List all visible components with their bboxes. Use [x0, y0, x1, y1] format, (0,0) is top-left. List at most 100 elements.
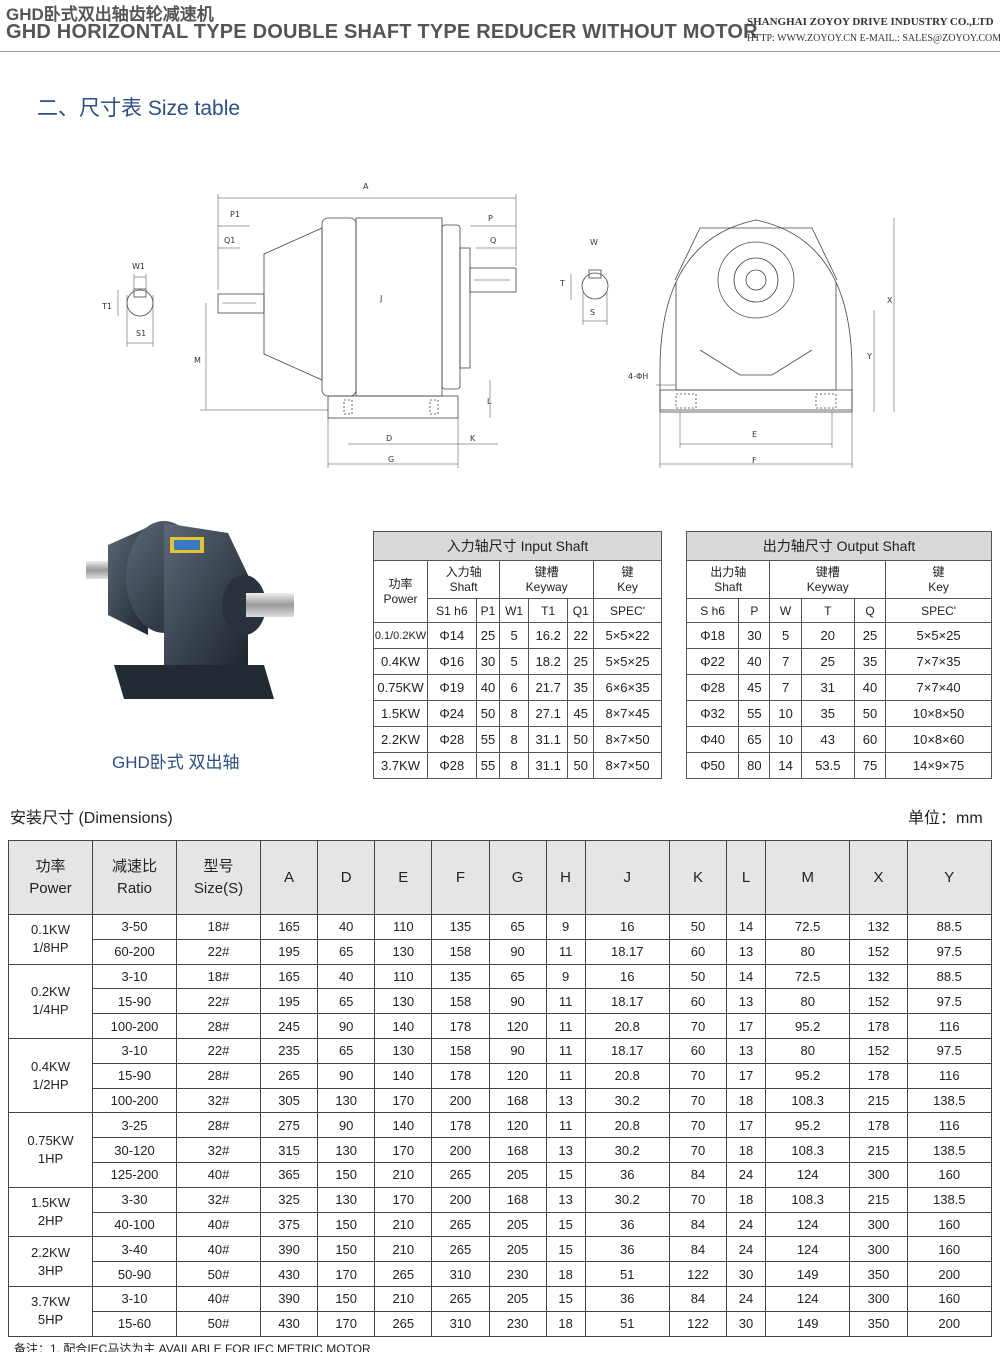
label-W1: W1	[132, 262, 145, 271]
dim-cell: 124	[764, 1236, 851, 1263]
title-cn: GHD卧式双出轴齿轮减速机	[6, 5, 214, 24]
dim-cell: 116	[906, 1112, 993, 1139]
input-cell: Φ28	[427, 752, 477, 779]
dim-cell: 90	[317, 1013, 376, 1039]
dim-cell: 95.2	[764, 1112, 851, 1139]
dim-cell: 116	[906, 1062, 993, 1089]
dim-cell: 350	[849, 1261, 908, 1287]
dim-cell: 88.5	[906, 963, 993, 990]
dim-cell: 11	[545, 1037, 586, 1064]
dim-cell: 200	[906, 1310, 993, 1337]
dim-cell: 40-100	[92, 1211, 177, 1238]
dim-cell: 178	[849, 1112, 908, 1139]
dim-cell: 170	[374, 1137, 433, 1163]
dim-cell: 17	[726, 1062, 766, 1089]
dim-cell: 430	[259, 1261, 319, 1287]
dim-cell: 30.2	[584, 1186, 670, 1213]
dim-cell: 9	[545, 963, 586, 990]
dim-cell: 18	[545, 1261, 586, 1287]
dim-cell: 210	[374, 1236, 433, 1263]
dim-cell: 200	[431, 1137, 490, 1163]
label-T1: T1	[101, 302, 112, 311]
dim-cell: 130	[317, 1186, 376, 1213]
dim-cell: 65	[488, 914, 547, 940]
label-S: S	[590, 308, 595, 317]
dim-cell: 15-90	[92, 1062, 177, 1089]
dim-cell: 158	[431, 938, 490, 965]
input-cell: 2.2KW	[373, 726, 428, 753]
dim-cell: 195	[259, 938, 319, 965]
input-cell: 21.7	[527, 674, 569, 701]
dim-cell: 150	[317, 1285, 376, 1312]
dim-cell: 138.5	[906, 1137, 993, 1163]
dim-cell: 3-50	[92, 914, 177, 940]
dim-cell: 70	[668, 1112, 728, 1139]
dim-cell: 40	[317, 963, 376, 990]
dimensions-label: 安装尺寸 (Dimensions)	[10, 810, 173, 827]
output-cell: 35	[800, 700, 855, 727]
input-col-header-4: Q1	[567, 598, 595, 623]
input-col-header-0: S1 h6	[427, 598, 477, 623]
front-view	[656, 218, 895, 468]
dim-cell: 18	[545, 1310, 586, 1337]
dim-cell: 11	[545, 1013, 586, 1039]
label-P: P	[488, 214, 493, 223]
output-cell: 30	[738, 622, 771, 649]
dim-cell: 13	[726, 938, 766, 965]
dim-cell: 310	[431, 1261, 490, 1287]
dim-cell: 315	[259, 1137, 319, 1163]
footnote: 备注：1. 配合IEC马达为主 AVAILABLE FOR IEC METRIC…	[14, 1342, 371, 1352]
dim-header-11: L	[726, 840, 766, 915]
dim-cell: 158	[431, 1037, 490, 1064]
dim-cell: 200	[431, 1186, 490, 1213]
output-cell: 10	[769, 700, 802, 727]
output-cell: 7	[769, 648, 802, 675]
dim-cell: 22#	[176, 938, 261, 965]
dim-cell: 150	[317, 1236, 376, 1263]
dim-cell: 50#	[176, 1310, 261, 1337]
dim-cell: 150	[317, 1211, 376, 1238]
dim-header-6: F	[431, 840, 490, 915]
dim-cell: 65	[317, 988, 376, 1015]
dim-cell: 165	[259, 914, 319, 940]
dim-cell: 178	[849, 1062, 908, 1089]
dim-cell: 149	[764, 1261, 851, 1287]
dim-cell: 300	[849, 1236, 908, 1263]
label-4-PH: 4-ΦH	[628, 372, 648, 381]
dim-cell: 40#	[176, 1161, 261, 1188]
output-col-header-5: SPEC'	[885, 598, 992, 623]
input-col-header-1: P1	[475, 598, 501, 623]
dim-cell: 28#	[176, 1013, 261, 1039]
dim-cell: 178	[849, 1013, 908, 1039]
dim-cell: 51	[584, 1310, 670, 1337]
dim-cell: 80	[764, 1037, 851, 1064]
dim-cell: 28#	[176, 1112, 261, 1139]
input-cell: 16.2	[527, 622, 569, 649]
output-cell: 10×8×50	[885, 700, 992, 727]
dim-cell: 97.5	[906, 1037, 993, 1064]
input-cell: 50	[567, 752, 595, 779]
input-cell: Φ28	[427, 726, 477, 753]
dim-cell: 95.2	[764, 1013, 851, 1039]
dim-cell: 170	[374, 1087, 433, 1114]
output-cell: 31	[800, 674, 855, 701]
label-E: E	[752, 430, 757, 439]
dim-cell: 125-200	[92, 1161, 177, 1188]
label-D: D	[386, 434, 392, 443]
dim-cell: 50	[668, 963, 728, 990]
dim-cell: 36	[584, 1285, 670, 1312]
dim-cell: 170	[317, 1261, 376, 1287]
dim-cell: 18.17	[584, 938, 670, 965]
